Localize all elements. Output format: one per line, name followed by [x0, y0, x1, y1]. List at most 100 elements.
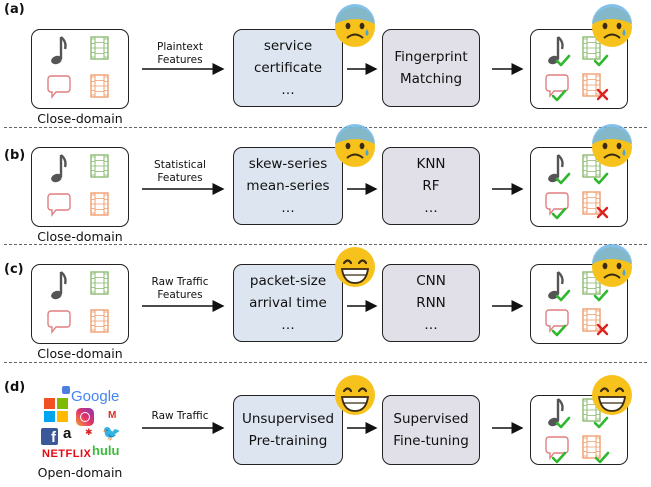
chat-bubble-icon	[545, 309, 569, 333]
feature-line: certificate	[253, 60, 323, 76]
music-note-icon	[548, 271, 564, 300]
check-icon	[593, 54, 609, 67]
input-apps-box-a	[31, 29, 129, 109]
grinning-face-emoji-icon	[335, 375, 375, 415]
model-line: CNN	[416, 273, 446, 289]
sad-face-emoji-icon	[592, 244, 632, 287]
film-strip-icon	[90, 74, 109, 98]
chat-bubble-icon	[545, 192, 569, 216]
chat-bubble-icon	[47, 75, 71, 99]
check-icon	[551, 207, 567, 220]
feature-line: service	[263, 38, 313, 54]
app-logo-cluster: Google M f a ✱ 🐦 NETFLIX hulu	[38, 384, 130, 466]
check-icon	[555, 54, 571, 67]
panel-label-d: (d)	[4, 380, 26, 395]
check-icon	[551, 89, 567, 102]
chat-bubble-icon	[47, 193, 71, 217]
model-line: Supervised	[393, 411, 469, 427]
film-strip-icon	[582, 73, 601, 97]
feature-line: …	[281, 200, 295, 216]
check-icon	[555, 416, 571, 429]
film-strip-icon	[90, 271, 109, 295]
check-icon	[555, 172, 571, 185]
sad-face-emoji-icon	[335, 124, 375, 167]
feature-line: packet-size	[249, 273, 327, 289]
model-line: RNN	[416, 295, 446, 311]
film-strip-icon	[90, 36, 109, 60]
film-strip-icon	[582, 36, 601, 60]
feature-box-d: Unsupervised Pre-training	[233, 395, 343, 465]
model-line: …	[424, 200, 438, 216]
panel-divider	[4, 127, 647, 128]
grinning-face-emoji-icon	[592, 375, 632, 415]
model-box-b: KNN RF …	[382, 147, 480, 225]
check-icon	[551, 324, 567, 337]
check-icon	[593, 172, 609, 185]
panel-label-b: (b)	[4, 148, 26, 163]
chat-bubble-icon	[545, 74, 569, 98]
amazon-logo: a	[63, 425, 72, 442]
feature-line: arrival time	[249, 295, 327, 311]
cross-icon	[596, 323, 609, 336]
input-caption-a: Close-domain	[37, 111, 123, 126]
check-icon	[594, 451, 610, 464]
feature-line: skew-series	[248, 156, 328, 172]
cross-icon	[596, 206, 609, 219]
yelp-logo-icon: ✱	[85, 428, 93, 438]
model-line: RF	[422, 178, 440, 194]
netflix-logo: NETFLIX	[42, 448, 92, 460]
input-apps-box-b	[31, 147, 129, 227]
feature-line: mean-series	[246, 178, 330, 194]
check-icon	[555, 289, 571, 302]
input-caption-d: Open-domain	[37, 465, 123, 480]
cross-icon	[596, 88, 609, 101]
film-strip-icon	[90, 192, 109, 216]
check-icon	[551, 451, 567, 464]
model-line: Fine-tuning	[393, 433, 469, 449]
arrow-label-a: Plaintext Features	[157, 41, 203, 66]
film-strip-icon	[90, 309, 109, 333]
facebook-logo-icon: f	[41, 428, 58, 446]
model-line: …	[424, 317, 438, 333]
music-note-icon	[51, 271, 67, 300]
sad-face-emoji-icon	[335, 4, 375, 47]
google-logo: Google	[71, 388, 120, 405]
feature-box-a: service certificate …	[233, 29, 343, 107]
model-line: Matching	[399, 71, 463, 87]
panel-divider	[4, 362, 647, 363]
chat-bubble-icon	[545, 436, 569, 460]
film-strip-icon	[90, 154, 109, 178]
twitter-logo-icon: 🐦	[102, 424, 121, 442]
feature-box-c: packet-size arrival time …	[233, 264, 343, 342]
chat-bubble-icon	[47, 310, 71, 334]
sad-face-emoji-icon	[592, 4, 632, 47]
music-note-icon	[51, 36, 67, 65]
film-strip-icon	[582, 435, 601, 459]
panel-divider	[4, 244, 647, 245]
feature-line: …	[281, 82, 295, 98]
feature-line: Unsupervised	[241, 411, 335, 427]
messenger-logo-icon	[62, 386, 70, 394]
check-icon	[593, 289, 609, 302]
input-apps-box-c	[31, 264, 129, 344]
input-caption-c: Close-domain	[37, 346, 123, 361]
arrow-label-c: Raw Traffic Features	[151, 276, 209, 301]
model-line: Fingerprint	[394, 49, 468, 65]
input-caption-b: Close-domain	[37, 229, 123, 244]
model-box-c: CNN RNN …	[382, 264, 480, 342]
arrow-label-b: Statistical Features	[154, 159, 206, 184]
music-note-icon	[51, 154, 67, 183]
check-icon	[593, 416, 609, 429]
feature-box-b: skew-series mean-series …	[233, 147, 343, 225]
instagram-logo-icon	[76, 408, 94, 426]
music-note-icon	[548, 398, 564, 427]
hulu-logo: hulu	[92, 443, 120, 458]
film-strip-icon	[582, 191, 601, 215]
feature-line: Pre-training	[248, 433, 328, 449]
grinning-face-emoji-icon	[335, 247, 375, 287]
windows-logo-icon	[44, 398, 68, 422]
model-line: KNN	[416, 156, 446, 172]
music-note-icon	[548, 154, 564, 183]
gmail-logo-icon: M	[108, 410, 117, 421]
